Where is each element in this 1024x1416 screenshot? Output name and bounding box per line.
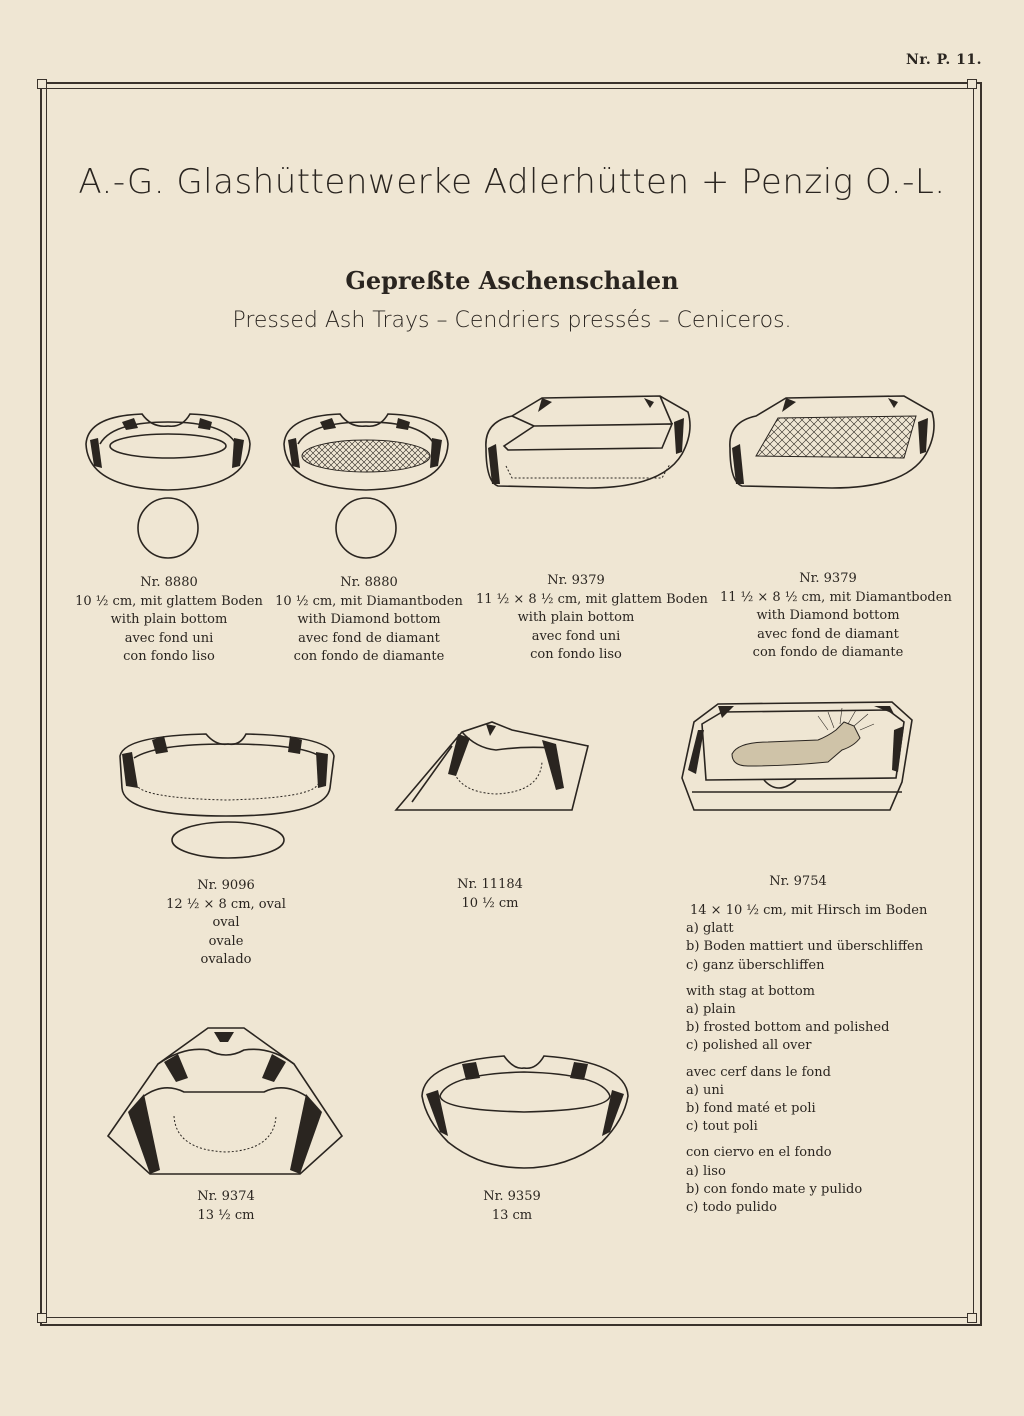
description-line: c) tout poli — [686, 1119, 758, 1135]
page-number: Nr. P. 11. — [906, 52, 982, 68]
item-number: Nr. 9754 — [769, 874, 827, 889]
english-description: with stag at bottom a) plain b) frosted … — [686, 983, 946, 1056]
item-number: Nr. 9359 — [483, 1189, 541, 1204]
caption-8880-diamond: Nr. 8880 10 ½ cm, mit Diamantboden with … — [262, 574, 476, 667]
item-number: Nr. 9374 — [197, 1189, 255, 1204]
caption-8880-plain: Nr. 8880 10 ½ cm, mit glattem Boden with… — [62, 574, 276, 667]
ashtray-9096-drawing — [116, 728, 338, 864]
item-number: Nr. 11184 — [457, 877, 523, 892]
inner-border — [46, 88, 974, 1318]
item-description: 10 ½ cm, mit glattem Boden — [75, 593, 263, 609]
item-description: avec fond uni — [531, 628, 621, 644]
spanish-description: con ciervo en el fondo a) liso b) con fo… — [686, 1144, 946, 1217]
description-line: a) liso — [686, 1163, 726, 1179]
item-description: 11 ½ × 8 ½ cm, mit glattem Boden — [476, 591, 708, 607]
border-corner — [37, 1313, 47, 1323]
item-description: avec fond de diamant — [298, 630, 440, 646]
ashtray-9754-stag-drawing — [678, 700, 916, 816]
ashtray-8880-plain-drawing — [82, 408, 254, 560]
ashtray-11184-drawing — [392, 716, 598, 816]
caption-9359: Nr. 9359 13 cm — [442, 1188, 582, 1225]
page-subtitle: Pressed Ash Trays – Cendriers pressés – … — [232, 308, 792, 333]
description-line: c) ganz überschliffen — [686, 957, 825, 973]
caption-9754: Nr. 9754 — [738, 873, 858, 892]
item-description: with Diamond bottom — [297, 612, 441, 627]
description-line: a) plain — [686, 1002, 736, 1018]
ashtray-9374-drawing — [104, 1020, 346, 1180]
item-number: Nr. 9096 — [197, 878, 255, 893]
item-number: Nr. 9379 — [799, 571, 857, 586]
ashtray-9379-plain-drawing — [482, 392, 696, 492]
item-number: Nr. 9379 — [547, 573, 605, 588]
border-corner — [967, 1313, 977, 1323]
caption-9379-diamond: Nr. 9379 11 ½ × 8 ½ cm, mit Diamantboden… — [720, 570, 952, 663]
item-description: con fondo de diamante — [293, 649, 445, 664]
border-corner — [967, 79, 977, 89]
description-line: with stag at bottom — [686, 983, 815, 999]
french-description: avec cerf dans le fond a) uni b) fond ma… — [686, 1064, 946, 1137]
ashtray-9359-drawing — [418, 1050, 632, 1172]
ashtray-9379-diamond-drawing — [726, 392, 940, 492]
item-description: 13 cm — [491, 1207, 533, 1223]
description-line: c) polished all over — [686, 1038, 812, 1054]
page-title: Gepreßte Aschenschalen — [345, 266, 679, 295]
german-description: 14 × 10 ½ cm, mit Hirsch im Boden a) gla… — [686, 902, 946, 975]
item-description: 12 ½ × 8 cm, oval — [166, 896, 286, 912]
item-description: oval — [212, 915, 240, 930]
item-description: con fondo liso — [123, 649, 215, 664]
description-line: 14 × 10 ½ cm, mit Hirsch im Boden — [690, 903, 928, 918]
item-description: 10 ½ cm, mit Diamantboden — [275, 593, 463, 609]
ashtray-8880-diamond-drawing — [280, 408, 452, 560]
item-description: with plain bottom — [110, 612, 228, 627]
description-line: b) frosted bottom and polished — [686, 1020, 890, 1036]
company-name: A.-G. Glashüttenwerke Adlerhütten + Penz… — [78, 162, 946, 202]
item-description: 11 ½ × 8 ½ cm, mit Diamantboden — [720, 589, 952, 605]
item-description: con fondo liso — [530, 647, 622, 662]
caption-11184: Nr. 11184 10 ½ cm — [420, 876, 560, 913]
item-number: Nr. 8880 — [140, 575, 198, 590]
item-description: 13 ½ cm — [197, 1207, 255, 1223]
outer-border — [40, 82, 982, 1326]
item-description: ovale — [208, 933, 244, 949]
item-description: con fondo de diamante — [752, 645, 904, 660]
caption-9374: Nr. 9374 13 ½ cm — [156, 1188, 296, 1225]
item-number: Nr. 8880 — [340, 575, 398, 590]
border-corner — [37, 79, 47, 89]
item-description: with plain bottom — [517, 610, 635, 625]
description-line: con ciervo en el fondo — [686, 1145, 832, 1161]
description-line: a) uni — [686, 1082, 724, 1098]
item-description: avec fond de diamant — [757, 626, 899, 642]
description-line: b) Boden mattiert und überschliffen — [686, 939, 924, 955]
item-description: with Diamond bottom — [756, 608, 900, 623]
description-line: a) glatt — [686, 921, 734, 937]
caption-9096: Nr. 9096 12 ½ × 8 cm, oval oval ovale ov… — [126, 877, 326, 970]
description-line: avec cerf dans le fond — [686, 1064, 831, 1080]
item-description: 10 ½ cm — [461, 895, 519, 911]
description-line: b) fond maté et poli — [686, 1101, 816, 1117]
caption-9379-plain: Nr. 9379 11 ½ × 8 ½ cm, mit glattem Bode… — [476, 572, 708, 665]
description-line: c) todo pulido — [686, 1200, 777, 1216]
item-description: avec fond uni — [124, 630, 214, 646]
item-description: ovalado — [200, 952, 252, 967]
stag-description: 14 × 10 ½ cm, mit Hirsch im Boden a) gla… — [686, 902, 946, 1225]
description-line: b) con fondo mate y pulido — [686, 1181, 863, 1197]
